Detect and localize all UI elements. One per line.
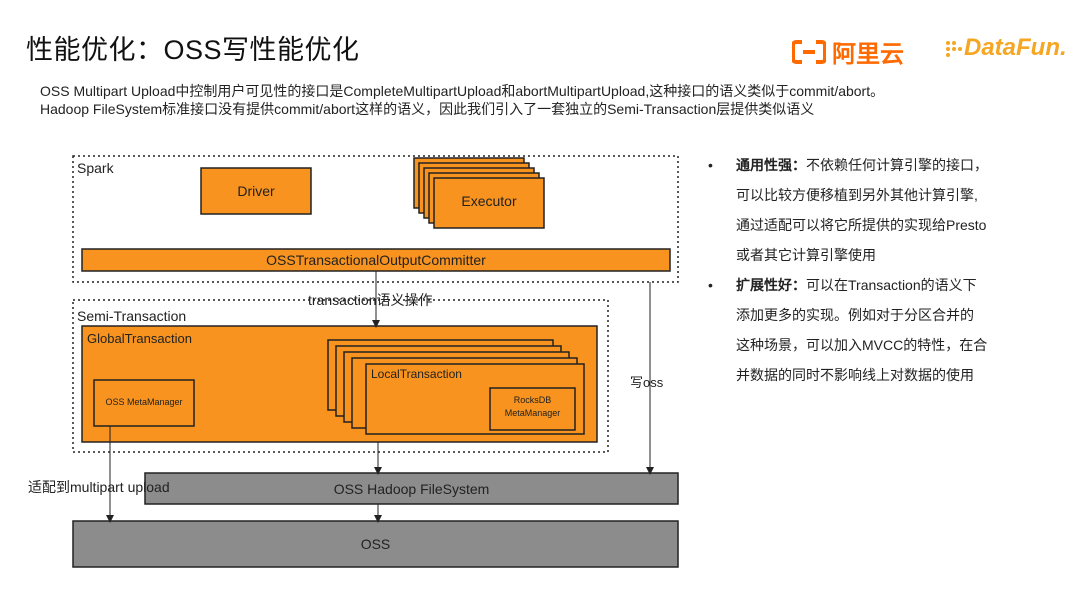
bullet-line: 可以比较方便移植到另外其他计算引擎,	[736, 187, 978, 203]
page-title: 性能优化：OSS写性能优化	[26, 35, 360, 65]
executor-label: Executor	[461, 193, 517, 209]
bullet-dot-icon: •	[708, 277, 713, 293]
oss-bar	[72, 520, 679, 568]
local-transaction-label: LocalTransaction	[371, 367, 462, 381]
bullet-item-2: • 扩展性好：可以在Transaction的语义下 添加更多的实现。例如对于分区…	[708, 270, 1038, 390]
oss-label: OSS	[360, 536, 391, 552]
datafun-logo: DataFun.	[944, 34, 1067, 62]
datafun-dots-icon	[944, 38, 962, 58]
committer-label: OSSTransactionalOutputCommitter	[266, 252, 486, 268]
aliyun-logo-icon	[791, 39, 827, 64]
bullet-dot-icon: •	[708, 157, 713, 173]
bullet-line: 不依赖任何计算引擎的接口，	[806, 157, 988, 173]
intro-line-1: OSS Multipart Upload中控制用户可见性的接口是Complete…	[40, 83, 885, 99]
semi-transaction-label: Semi-Transaction	[77, 308, 187, 324]
write-oss-label: 写oss	[630, 375, 664, 390]
bullet-line: 并数据的同时不影响线上对数据的使用	[736, 367, 974, 383]
rocksdb-box	[489, 387, 576, 431]
hadoop-fs-bar	[144, 472, 679, 505]
hadoop-fs-label: OSS Hadoop FileSystem	[333, 481, 490, 497]
transaction-label: transaction语义操作	[308, 292, 433, 308]
aliyun-logo: 阿里云	[791, 34, 904, 69]
bullet-list: • 通用性强：不依赖任何计算引擎的接口， 可以比较方便移植到另外其他计算引擎, …	[708, 150, 1038, 390]
rocksdb-label-1: RocksDB	[513, 395, 552, 405]
oss-metamanager-label: OSS MetaManager	[105, 397, 183, 407]
bullet-line: 通过适配可以将它所提供的实现给Presto	[736, 217, 987, 233]
multipart-label: 适配到multipart upload	[28, 479, 170, 495]
rocksdb-label-2: MetaManager	[504, 408, 561, 418]
driver-box	[200, 167, 312, 215]
global-transaction-label: GlobalTransaction	[87, 331, 193, 346]
oss-metamanager-box	[93, 379, 195, 427]
bullet-line: 可以在Transaction的语义下	[806, 277, 977, 293]
bullet-line: 或者其它计算引擎使用	[736, 247, 876, 263]
bullet-title-2: 扩展性好：	[736, 277, 806, 293]
aliyun-logo-text: 阿里云	[832, 41, 904, 68]
intro-line-2: Hadoop FileSystem标准接口没有提供commit/abort这样的…	[40, 101, 815, 117]
datafun-logo-text: DataFun.	[964, 34, 1067, 61]
bullet-item-1: • 通用性强：不依赖任何计算引擎的接口， 可以比较方便移植到另外其他计算引擎, …	[708, 150, 1038, 270]
spark-label: Spark	[77, 160, 114, 176]
bullet-line: 这种场景，可以加入MVCC的特性，在合	[736, 337, 988, 353]
semi-transaction-container	[72, 299, 609, 453]
intro-text: OSS Multipart Upload中控制用户可见性的接口是Complete…	[40, 82, 1050, 118]
bullet-title-1: 通用性强：	[736, 157, 806, 173]
executor-box	[433, 177, 545, 229]
driver-label: Driver	[237, 183, 275, 199]
bullet-line: 添加更多的实现。例如对于分区合并的	[736, 307, 974, 323]
